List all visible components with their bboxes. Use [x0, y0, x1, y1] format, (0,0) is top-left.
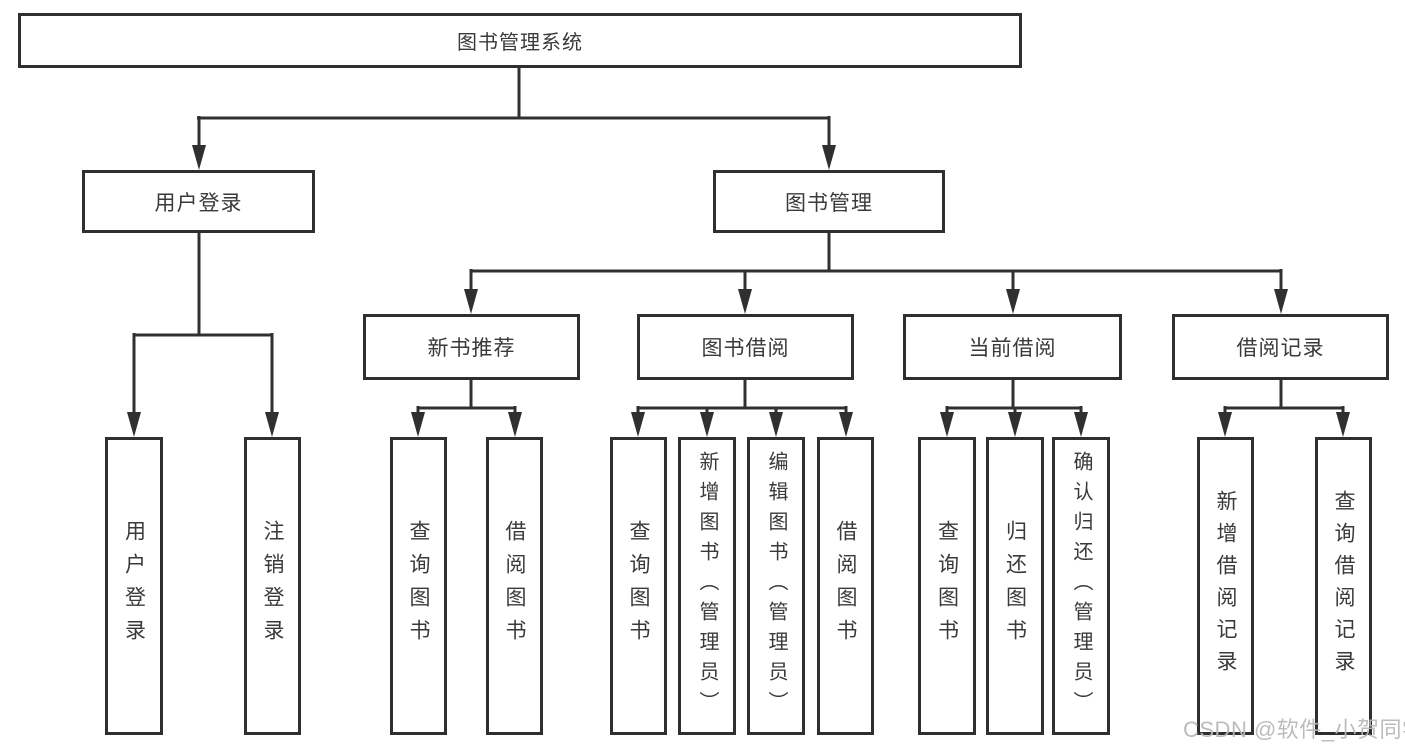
- edge-root-level2: [197, 68, 831, 147]
- node-book-management-label: 图书管理: [785, 191, 873, 215]
- leaf-borrow-books-label: 借阅图书: [834, 520, 857, 652]
- node-user-login: 用户登录: [82, 170, 315, 233]
- leaf-query-books-newbooks: 查询图书: [390, 437, 447, 735]
- node-current-borrow-label: 当前借阅: [968, 337, 1057, 360]
- edge-new-books-children: [416, 380, 517, 414]
- leaf-add-borrow-record: 新增借阅记录: [1197, 437, 1254, 735]
- arrowhead: [822, 145, 836, 170]
- leaf-query-books-borrow: 查询图书: [610, 437, 667, 735]
- leaf-add-books-label: 新增图书（管理员）: [696, 451, 718, 721]
- edge-current-borrow-children: [945, 380, 1083, 414]
- node-book-management: 图书管理: [713, 170, 945, 233]
- leaf-return-books: 归还图书: [986, 437, 1044, 735]
- node-new-books-label: 新书推荐: [427, 337, 516, 360]
- node-new-books: 新书推荐: [363, 314, 580, 380]
- leaf-logout: 注销登录: [244, 437, 301, 735]
- leaf-logout-label: 注销登录: [261, 520, 284, 652]
- arrowhead: [1006, 289, 1020, 314]
- leaf-confirm-return-label: 确认归还（管理员）: [1070, 451, 1092, 721]
- arrowhead: [265, 412, 279, 437]
- edge-book-mgmt-children: [469, 233, 1283, 290]
- arrowhead: [127, 412, 141, 437]
- leaf-borrow-books-newbooks: 借阅图书: [486, 437, 543, 735]
- arrowhead: [1274, 289, 1288, 314]
- arrowhead: [769, 412, 783, 437]
- arrowhead: [1074, 412, 1088, 437]
- node-borrow-records: 借阅记录: [1172, 314, 1389, 380]
- node-user-login-label: 用户登录: [154, 191, 243, 215]
- leaf-query-borrow-record-label: 查询借阅记录: [1332, 490, 1355, 682]
- leaf-query-books-label: 查询图书: [407, 520, 430, 652]
- arrowhead: [1336, 412, 1350, 437]
- leaf-add-borrow-record-label: 新增借阅记录: [1214, 490, 1237, 682]
- edge-borrow-records-children: [1223, 380, 1345, 414]
- edge-user-login-children: [132, 233, 274, 414]
- node-book-borrow: 图书借阅: [637, 314, 854, 380]
- node-root-label: 图书管理系统: [457, 32, 583, 54]
- leaf-borrow-books-borrow: 借阅图书: [817, 437, 874, 735]
- leaf-borrow-books-label: 借阅图书: [503, 520, 526, 652]
- leaf-add-books-admin: 新增图书（管理员）: [678, 437, 736, 735]
- leaf-user-login: 用户登录: [105, 437, 163, 735]
- leaf-confirm-return-admin: 确认归还（管理员）: [1052, 437, 1110, 735]
- arrowhead: [1218, 412, 1232, 437]
- leaf-query-books-label: 查询图书: [935, 520, 959, 652]
- arrowheads: [127, 145, 1350, 437]
- leaf-query-books-current: 查询图书: [918, 437, 976, 735]
- arrowhead: [839, 412, 853, 437]
- csdn-watermark: CSDN @软件_小贺同学: [1183, 717, 1405, 742]
- node-current-borrow: 当前借阅: [903, 314, 1122, 380]
- arrowhead: [631, 412, 645, 437]
- arrowhead: [192, 145, 206, 170]
- arrowhead: [1008, 412, 1022, 437]
- arrowhead: [940, 412, 954, 437]
- arrowhead: [464, 289, 478, 314]
- edge-book-borrow-children: [636, 380, 848, 414]
- leaf-query-books-label: 查询图书: [627, 520, 650, 652]
- arrowhead: [738, 289, 752, 314]
- arrowhead: [700, 412, 714, 437]
- arrowhead: [411, 412, 425, 437]
- leaf-query-borrow-record: 查询借阅记录: [1315, 437, 1372, 735]
- arrowhead: [508, 412, 522, 437]
- leaf-user-login-label: 用户登录: [122, 520, 146, 652]
- leaf-edit-books-label: 编辑图书（管理员）: [765, 451, 787, 721]
- leaf-return-books-label: 归还图书: [1003, 520, 1027, 652]
- node-book-borrow-label: 图书借阅: [701, 337, 790, 360]
- node-root: 图书管理系统: [18, 13, 1022, 68]
- node-borrow-records-label: 借阅记录: [1236, 337, 1325, 360]
- leaf-edit-books-admin: 编辑图书（管理员）: [747, 437, 805, 735]
